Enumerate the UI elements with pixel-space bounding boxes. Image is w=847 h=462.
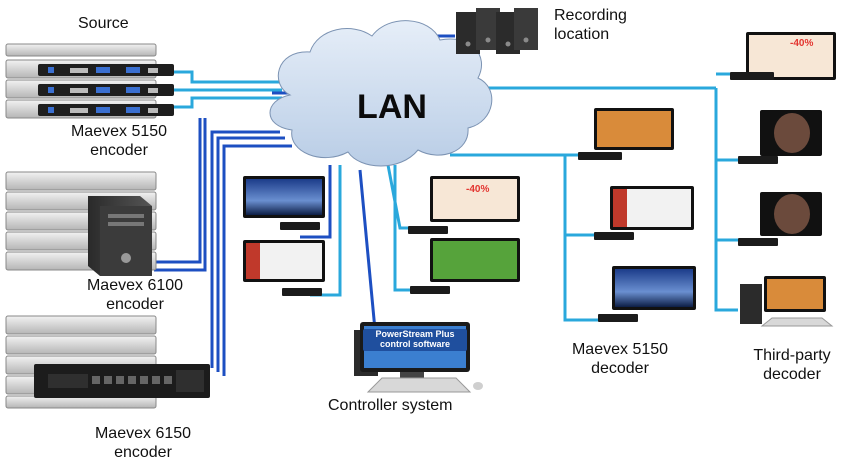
source-label: Source xyxy=(78,15,129,32)
links-dark xyxy=(154,34,455,376)
maevex-5150-decoders xyxy=(578,108,696,322)
promo-text-right: -40% xyxy=(790,38,814,49)
promo-text-center: -40% xyxy=(466,184,490,195)
maevex-5150-encoder-stack xyxy=(5,43,174,119)
controller-system-label: Controller system xyxy=(328,397,453,414)
maevex-6100-encoder xyxy=(5,171,157,276)
lan-label: LAN xyxy=(357,88,427,126)
third-party-decoders xyxy=(730,32,836,327)
recording-servers xyxy=(456,8,538,54)
center-decoders xyxy=(243,176,520,296)
lan-cloud xyxy=(269,20,493,167)
maevex-6150-encoder xyxy=(5,315,210,409)
